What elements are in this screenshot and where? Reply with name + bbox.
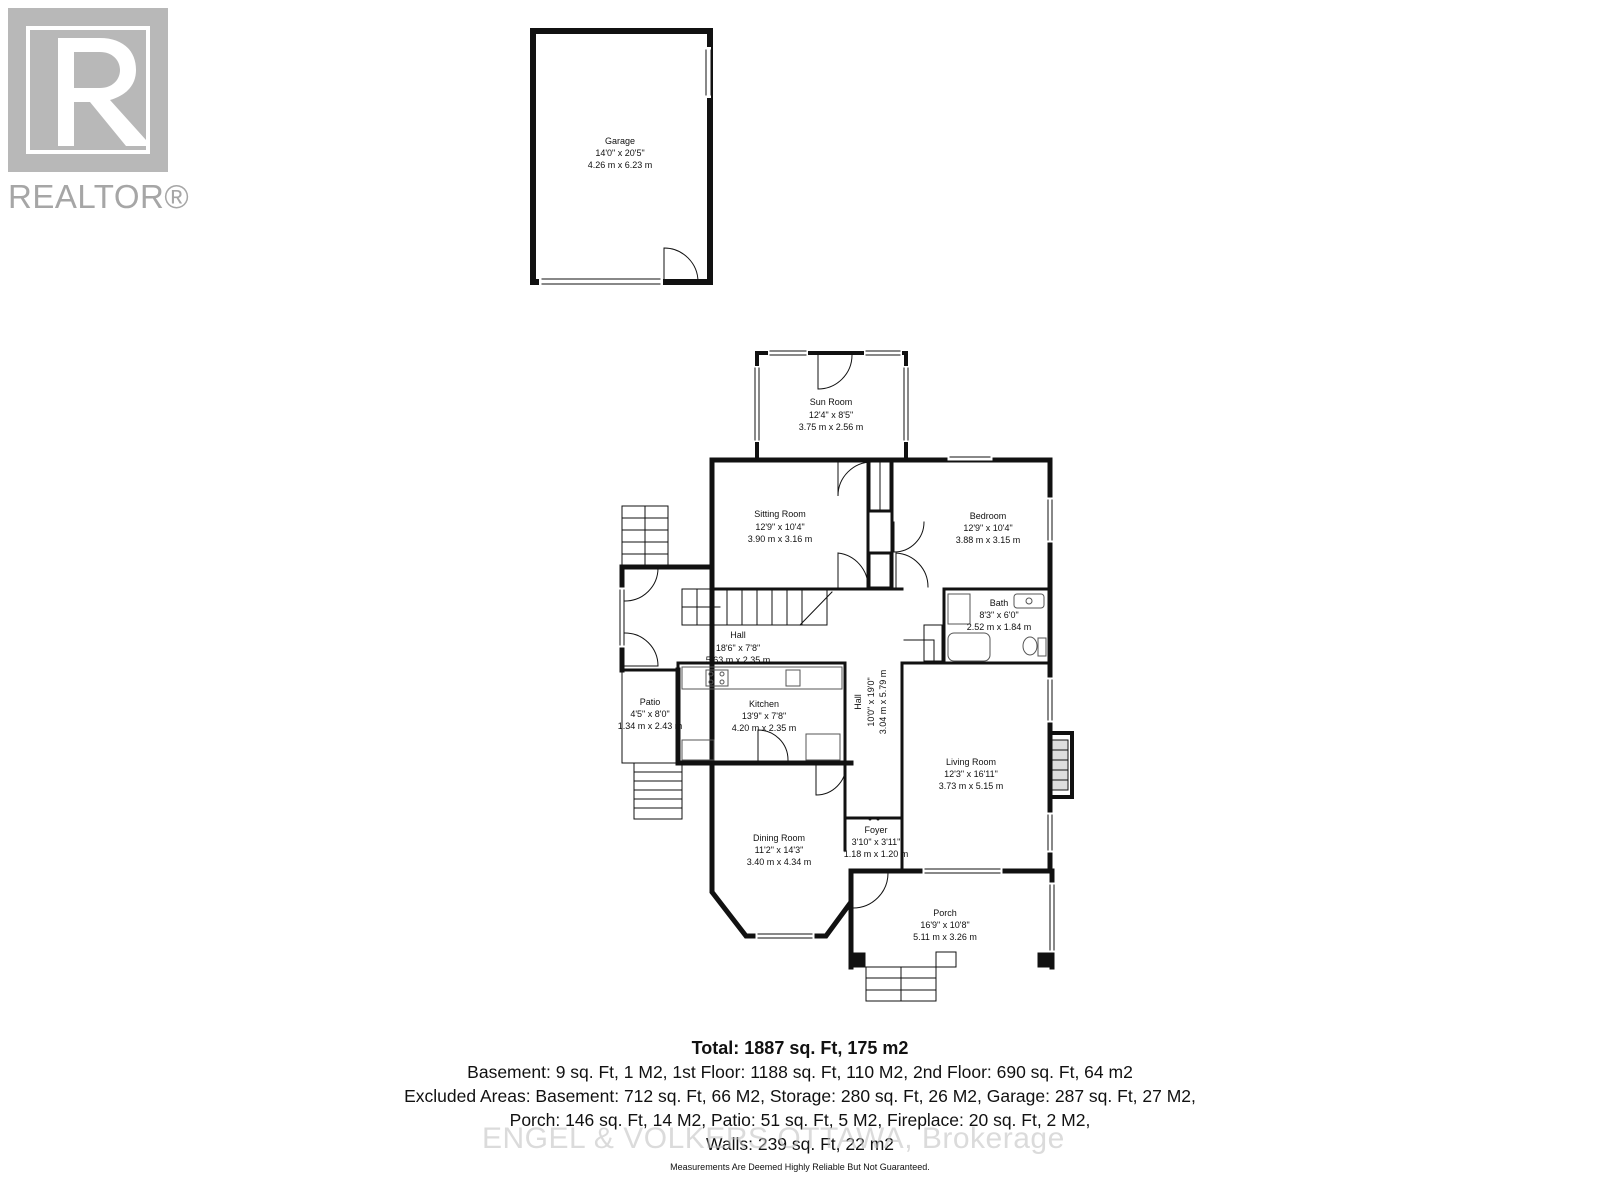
room-metric: 3.40 m x 4.34 m: [747, 857, 812, 867]
room-imperial: 13'9" x 7'8": [742, 711, 786, 721]
label-living-room: Living Room 12'3" x 16'11" 3.73 m x 5.15…: [939, 757, 1004, 791]
room-metric: 1.18 m x 1.20 m: [844, 849, 909, 859]
disclaimer: Measurements Are Deemed Highly Reliable …: [670, 1162, 930, 1172]
brokerage-watermark: ENGEL & VOLKERS OTTAWA, Brokerage: [482, 1122, 1065, 1155]
room-imperial: 16'9" x 10'8": [920, 920, 969, 930]
label-bath: Bath 8'3" x 6'0" 2.52 m x 1.84 m: [967, 598, 1032, 632]
room-metric: 4.26 m x 6.23 m: [588, 160, 653, 170]
closet-shelves: [869, 461, 943, 662]
room-name: Patio: [640, 697, 661, 707]
floor-areas: Basement: 9 sq. Ft, 1 M2, 1st Floor: 118…: [467, 1062, 1133, 1082]
realtor-logo-text: REALTOR®: [8, 178, 190, 215]
total-area: Total: 1887 sq. Ft, 175 m2: [691, 1038, 909, 1058]
label-patio: Patio 4'5" x 8'0" 1.34 m x 2.43 m: [618, 697, 683, 731]
room-imperial: 3'10" x 3'11": [852, 837, 901, 847]
room-name: Garage: [605, 136, 635, 146]
room-metric: 3.88 m x 3.15 m: [956, 535, 1021, 545]
room-imperial: 11'2" x 14'3": [755, 845, 804, 855]
room-metric: 3.73 m x 5.15 m: [939, 781, 1004, 791]
room-imperial: 4'5" x 8'0": [630, 709, 669, 719]
room-imperial: 12'4" x 8'5": [809, 410, 853, 420]
stairs-back: [621, 505, 669, 567]
label-foyer: Foyer 3'10" x 3'11" 1.18 m x 1.20 m: [844, 825, 909, 859]
room-imperial: 8'3" x 6'0": [979, 610, 1018, 620]
area-summary: Total: 1887 sq. Ft, 175 m2 Basement: 9 s…: [0, 1036, 1600, 1174]
label-porch: Porch 16'9" x 10'8" 5.11 m x 3.26 m: [913, 908, 977, 942]
excluded-areas: Excluded Areas: Basement: 712 sq. Ft, 66…: [404, 1086, 1196, 1106]
room-imperial: 12'3" x 16'11": [944, 769, 998, 779]
room-imperial: 14'0" x 20'5": [595, 148, 644, 158]
porch-post-left: [850, 952, 866, 968]
kitchen-counters: [681, 666, 843, 761]
room-name: Sun Room: [810, 397, 853, 407]
doors: [624, 461, 935, 909]
bath-fixtures: [947, 593, 1047, 662]
room-metric: 2.52 m x 1.84 m: [967, 622, 1032, 632]
stairs-hall: [681, 588, 833, 626]
room-name: Bedroom: [970, 511, 1007, 521]
label-kitchen: Kitchen 13'9" x 7'8" 4.20 m x 2.35 m: [732, 699, 797, 733]
label-sun-room: Sun Room 12'4" x 8'5" 3.75 m x 2.56 m: [799, 397, 864, 432]
room-name: Hall: [730, 630, 746, 640]
room-name: Living Room: [946, 757, 996, 767]
room-imperial: 12'9" x 10'4": [755, 522, 804, 532]
room-metric: 1.34 m x 2.43 m: [618, 721, 683, 731]
label-bedroom: Bedroom 12'9" x 10'4" 3.88 m x 3.15 m: [956, 511, 1021, 545]
room-imperial: 10'0" x 19'0": [866, 677, 876, 726]
room-metric: 3.75 m x 2.56 m: [799, 422, 864, 432]
room-imperial: 18'6" x 7'8": [716, 643, 760, 653]
stairs-patio: [621, 669, 683, 820]
room-name: Foyer: [864, 825, 887, 835]
label-garage: Garage 14'0" x 20'5" 4.26 m x 6.23 m: [588, 136, 653, 170]
sun-room-walls: [754, 350, 909, 458]
room-metric: 5.63 m x 2.35 m: [706, 655, 771, 665]
room-imperial: 12'9" x 10'4": [963, 523, 1012, 533]
room-name: Bath: [990, 598, 1009, 608]
windows: [619, 455, 1055, 953]
walls-area: Walls: 239 sq. Ft, 22 m2: [705, 1134, 895, 1154]
realtor-logo: REALTOR®: [8, 8, 190, 218]
room-metric: 5.11 m x 3.26 m: [913, 932, 977, 942]
excluded-areas-cont: Porch: 146 sq. Ft, 14 M2, Patio: 51 sq. …: [509, 1110, 1091, 1130]
garage-walls: [530, 28, 713, 285]
stairs-porch: [865, 951, 957, 1002]
label-hall-center: Hall 10'0" x 19'0" 3.04 m x 5.79 m: [853, 670, 888, 735]
room-metric: 4.20 m x 2.35 m: [732, 723, 797, 733]
label-hall-upper: Hall 18'6" x 7'8" 5.63 m x 2.35 m: [706, 630, 771, 665]
realtor-logo-mark: [8, 8, 168, 172]
label-sitting-room: Sitting Room 12'9" x 10'4" 3.90 m x 3.16…: [748, 509, 813, 544]
porch-post-right: [1037, 952, 1053, 968]
label-dining-room: Dining Room 11'2" x 14'3" 3.40 m x 4.34 …: [747, 833, 812, 867]
room-metric: 3.04 m x 5.79 m: [878, 670, 888, 735]
room-name: Porch: [933, 908, 957, 918]
room-metric: 3.90 m x 3.16 m: [748, 534, 813, 544]
fireplace: [1048, 731, 1074, 799]
room-name: Hall: [853, 694, 863, 710]
room-name: Sitting Room: [754, 509, 806, 519]
room-name: Dining Room: [753, 833, 805, 843]
interior-walls: [620, 458, 1052, 873]
room-name: Kitchen: [749, 699, 779, 709]
